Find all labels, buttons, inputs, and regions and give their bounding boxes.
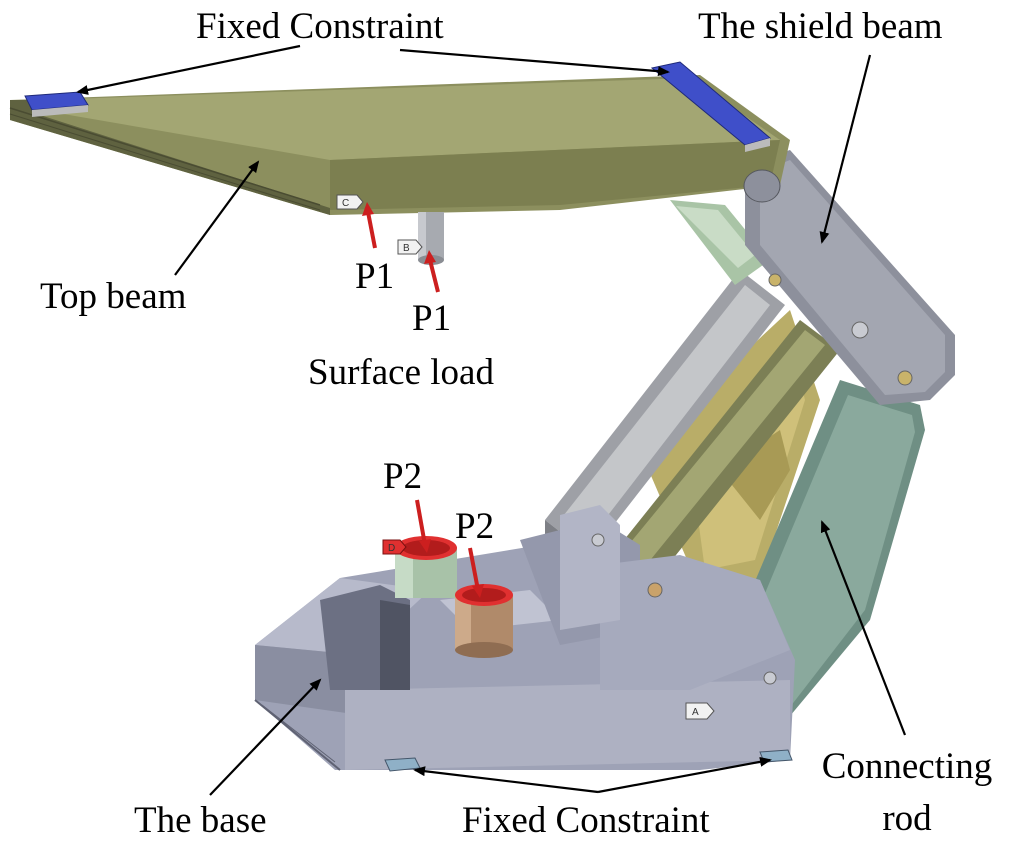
label-fixed-constraint-top: Fixed Constraint [196, 6, 444, 47]
arrow-base [209, 678, 322, 796]
hanging-cylinder [418, 212, 444, 265]
arrow-fixed-bottom-left [413, 766, 599, 794]
load-arrow-p1-b [424, 250, 440, 293]
label-fixed-constraint-bottom: Fixed Constraint [462, 800, 710, 841]
load-arrow-p2-a [415, 499, 431, 553]
arrow-connecting-rod [820, 520, 907, 736]
middle-link [600, 320, 840, 600]
marker-a: A [685, 702, 715, 720]
label-surface-load: Surface load [308, 352, 494, 393]
upper-hydraulic-leg [670, 200, 770, 285]
marker-a-text: A [692, 707, 699, 718]
arrow-shield-beam [819, 54, 872, 244]
marker-d: D [382, 539, 407, 555]
load-arrow-p2-b [468, 547, 484, 598]
marker-b-text: B [403, 243, 410, 254]
leg-socket-front [455, 584, 513, 658]
fixed-constraint-top-right [650, 61, 772, 152]
base [254, 505, 795, 771]
arrow-fixed-top-left [76, 44, 301, 95]
label-p1-a: P1 [355, 256, 395, 297]
marker-c-text: C [342, 198, 349, 209]
top-beam [9, 75, 790, 215]
marker-c: C [336, 194, 364, 210]
label-p2-a: P2 [383, 456, 423, 497]
shield-beam [745, 150, 955, 405]
arrow-fixed-top-right [399, 48, 670, 77]
label-connecting-rod-line2: rod [882, 798, 932, 839]
label-p1-b: P1 [412, 298, 452, 339]
label-the-base: The base [134, 800, 267, 841]
fixed-constraint-top-left [24, 91, 89, 117]
label-p2-b: P2 [455, 506, 495, 547]
arrow-fixed-bottom-right [597, 756, 772, 794]
load-arrow-p1-a [362, 202, 377, 249]
label-top-beam: Top beam [40, 276, 187, 317]
arrow-top-beam [174, 160, 260, 276]
leader-lines [76, 44, 907, 796]
marker-b: B [397, 239, 423, 255]
label-shield-beam: The shield beam [698, 6, 943, 47]
label-connecting-rod-line1: Connecting [821, 746, 993, 787]
marker-d-text: D [388, 543, 395, 554]
